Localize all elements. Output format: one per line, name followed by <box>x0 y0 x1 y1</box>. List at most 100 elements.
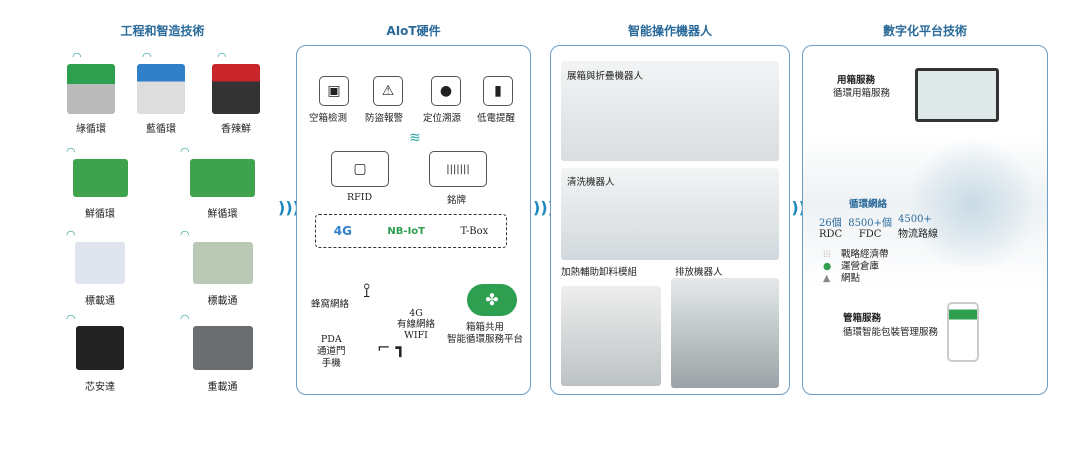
icon-label: 定位溯源 <box>423 113 462 124</box>
4g-logo: 4G <box>333 224 352 238</box>
dotted-line-icon: ⁞⁞⁞ <box>823 249 831 260</box>
legend-label: 網點 <box>841 273 861 284</box>
wifi-icon: ◠ <box>66 312 76 325</box>
link-wifi: WIFI <box>404 330 428 341</box>
container-item: ◠ 芯安達 <box>60 312 140 393</box>
stat-value: 4500+ <box>898 214 932 225</box>
container-label: 芯安達 <box>85 382 115 393</box>
stat-label: FDC <box>858 229 882 240</box>
platform-label: 箱箱共用智能循環服務平台 <box>447 322 523 346</box>
device-phone: 手機 <box>321 358 341 369</box>
legend-label: 戰略經濟帶 <box>841 249 889 260</box>
wifi-icon: ◠ <box>72 50 82 63</box>
wifi-icon: ◠ <box>180 228 190 241</box>
use-service-title: 用箱服務 <box>837 75 876 86</box>
container-label: 鮮循環 <box>207 209 238 220</box>
empty-box-detect-icon: ▣ <box>319 76 349 106</box>
icon-label: 防盜報警 <box>365 113 404 124</box>
container-label: 藍循環 <box>146 124 176 135</box>
washing-robot-image <box>561 168 779 260</box>
container-label: 香辣鮮 <box>221 124 251 135</box>
nameplate-label: 銘牌 <box>447 195 467 206</box>
nameplate-icon: ||||||| <box>429 151 487 187</box>
battery-icon: ▮ <box>483 76 513 106</box>
link-wired: 有線網絡 <box>397 319 436 330</box>
wifi-icon: ◠ <box>217 50 227 63</box>
container-label: 重載通 <box>207 382 238 393</box>
stat-label: RDC <box>819 229 843 240</box>
container-item: ◠ 香辣鮮 <box>205 50 267 135</box>
wifi-icon: ◠ <box>66 228 76 241</box>
platform-line1: 箱箱共用 <box>466 322 505 333</box>
legend: ⁞⁞⁞ 戰略經濟帶 ● 運營倉庫 ▲網點 <box>823 249 889 285</box>
legend-label: 運營倉庫 <box>841 261 880 272</box>
container-label: 鮮循環 <box>85 209 115 220</box>
laptop-image <box>915 68 999 122</box>
wifi-icon: ◠ <box>142 50 152 63</box>
container-item: ◠ 重載通 <box>180 312 265 393</box>
wifi-icon: ≋ <box>409 130 421 146</box>
wifi-icon: ◠ <box>66 145 76 158</box>
container-label: 綠循環 <box>76 124 106 135</box>
folding-robot-image <box>561 61 779 161</box>
wifi-icon: ◠ <box>180 312 190 325</box>
use-service-sub: 循環用箱服務 <box>833 88 891 99</box>
container-label: 標載通 <box>85 296 115 307</box>
container-item: ◠ 標載通 <box>60 228 140 307</box>
wifi-icon: ◠ <box>180 145 190 158</box>
stat-value: 8500+個 <box>848 218 893 229</box>
china-map <box>913 131 1033 266</box>
container-label: 標載通 <box>207 296 238 307</box>
container-item: ◠ 鮮循環 <box>180 145 265 220</box>
stat-value: 26個 <box>819 218 842 229</box>
scanner-icon: ⌐ ┓ <box>377 338 406 357</box>
rfid-label: RFID <box>347 192 373 203</box>
warehouse-dot-icon: ● <box>823 261 832 272</box>
robot-label: 展箱與折疊機器人 <box>567 71 644 82</box>
network-box: 4G NB-IoT T-Box <box>315 214 507 248</box>
icon-label: 低電提醒 <box>477 113 516 124</box>
network-title: 循環網絡 <box>849 199 888 210</box>
legend-item: ▲網點 <box>823 273 889 285</box>
signal-arrow-icon: ))) <box>278 198 300 217</box>
robots-panel: 展箱與折疊機器人 清洗機器人 加熱輔助卸料模組 排放機器人 <box>550 45 790 395</box>
heating-module-image <box>561 286 661 386</box>
title-aiot: AIoT硬件 <box>386 24 441 38</box>
rfid-tag-icon: ▢ <box>331 151 389 187</box>
stat-label: 物流路線 <box>898 229 939 240</box>
title-digital: 數字化平台技術 <box>882 24 967 38</box>
container-item: ◠ 藍循環 <box>130 50 192 135</box>
device-gate: 通道門 <box>317 346 346 357</box>
device-pda: PDA <box>320 334 342 345</box>
aiot-panel: ▣ ⚠ ● ▮ 空箱檢測 防盜報警 定位溯源 低電提醒 ≋ ▢ ||||||| … <box>296 45 531 395</box>
title-engineering: 工程和智造技術 <box>120 24 205 38</box>
cloud-icon: ✤ <box>467 284 517 316</box>
container-item: ◠ 鮮循環 <box>60 145 140 220</box>
legend-item: ⁞⁞⁞ 戰略經濟帶 <box>823 249 889 261</box>
phone-image <box>947 302 979 362</box>
robot-label: 排放機器人 <box>675 267 723 278</box>
platform-line2: 智能循環服務平台 <box>447 334 524 345</box>
cellular-label: 蜂窩網絡 <box>311 299 350 310</box>
nbiot-logo: NB-IoT <box>387 225 425 237</box>
mgmt-service-sub: 循環智能包裝管理服務 <box>843 327 939 338</box>
stat-routes: 4500+ 物流路線 <box>898 214 938 240</box>
link-4g: 4G <box>409 308 423 319</box>
robot-label: 加熱輔助卸料模組 <box>561 267 638 278</box>
icon-label: 空箱檢測 <box>309 113 348 124</box>
title-robots: 智能操作機器人 <box>627 24 712 38</box>
tbox-label: T-Box <box>460 225 489 237</box>
location-icon: ● <box>431 76 461 106</box>
signal-arrow-icon: ))) <box>533 198 555 217</box>
alarm-icon: ⚠ <box>373 76 403 106</box>
discharge-robot-image <box>671 278 779 388</box>
robot-label: 清洗機器人 <box>567 177 615 188</box>
container-item: ◠ 標載通 <box>180 228 265 307</box>
container-item: ◠ 綠循環 <box>60 50 122 135</box>
